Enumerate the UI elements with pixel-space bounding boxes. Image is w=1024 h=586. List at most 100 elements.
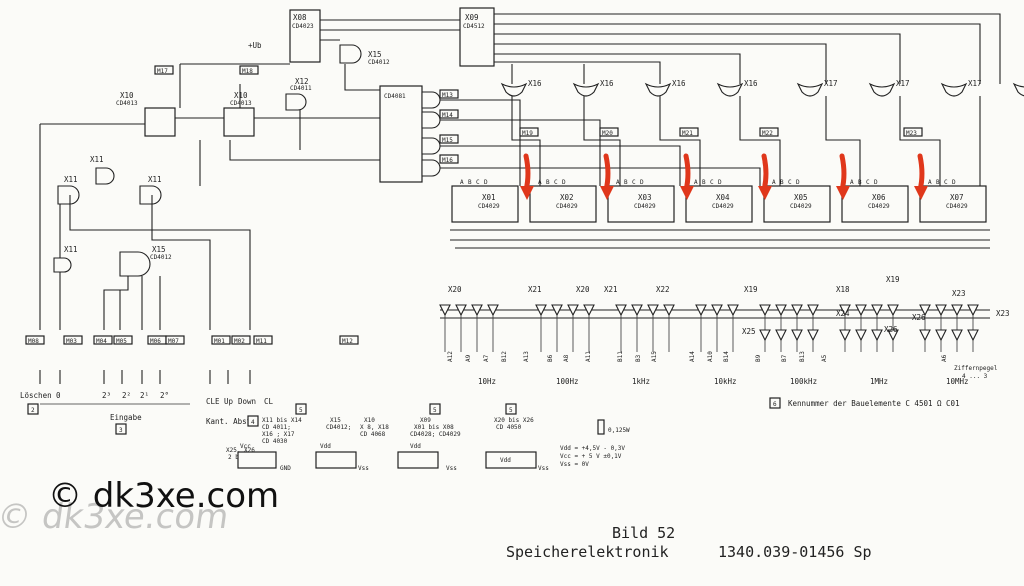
pin-label: A8 bbox=[563, 354, 570, 362]
port-label: M11 bbox=[256, 338, 267, 345]
xor-gate bbox=[716, 82, 744, 97]
eingabe-num: 3 bbox=[119, 427, 123, 434]
chip-x10b: X10 CD4013 bbox=[223, 91, 255, 137]
driver-gate bbox=[455, 304, 467, 317]
pin-label: A13 bbox=[523, 351, 530, 362]
port-label: M17 bbox=[157, 68, 168, 75]
red-arrow-shaft bbox=[523, 153, 531, 193]
counter-pin: A bbox=[538, 179, 542, 186]
port-box bbox=[165, 335, 185, 345]
svg-text:X 8, X18: X 8, X18 bbox=[360, 424, 389, 431]
pin-label: B9 bbox=[755, 354, 762, 362]
notes-blocks: 5 X11 bis X14 CD 4011; X16 ; X17 CD 4030… bbox=[226, 365, 998, 468]
kant-label: Kant. Abst. bbox=[206, 417, 256, 426]
svg-text:Vss: Vss bbox=[538, 465, 549, 472]
driver-gate bbox=[487, 304, 499, 317]
loeschen-num: 2 bbox=[31, 407, 35, 414]
port-box bbox=[519, 127, 539, 137]
bottom-gate-ref: X19 bbox=[886, 275, 900, 284]
counter-chip bbox=[763, 185, 831, 223]
pin-label: A6 bbox=[941, 354, 948, 362]
bottom-gate-ref: X20 bbox=[448, 285, 462, 294]
svg-text:Vdd: Vdd bbox=[410, 443, 421, 450]
svg-text:X11: X11 bbox=[64, 245, 78, 254]
red-arrow-head bbox=[914, 186, 928, 200]
port-label: M23 bbox=[906, 130, 917, 137]
watermark: © dk3xe.com © dk3xe.com bbox=[0, 476, 279, 537]
driver-gate bbox=[967, 304, 979, 317]
caption-block: Bild 52 Speicherelektronik 1340.039-0145… bbox=[506, 524, 872, 561]
driver-gate-lower bbox=[871, 329, 883, 342]
red-arrow-head bbox=[600, 186, 614, 200]
pin-label: B7 bbox=[781, 354, 788, 362]
svg-text:4 ... 3: 4 ... 3 bbox=[962, 373, 988, 380]
kant-box bbox=[247, 415, 259, 427]
weight-1: 2° bbox=[160, 391, 169, 400]
driver-gate-lower bbox=[775, 329, 787, 342]
port-box bbox=[231, 335, 251, 345]
port-box bbox=[439, 154, 459, 164]
bottom-gate-ref: X19 bbox=[744, 285, 758, 294]
counter-type: CD4029 bbox=[946, 203, 968, 210]
weight-8: 2³ bbox=[102, 391, 111, 400]
counter-pin: C bbox=[476, 179, 480, 186]
counter-chip bbox=[685, 185, 753, 223]
svg-text:Vdd: Vdd bbox=[320, 443, 331, 450]
counter-chip bbox=[919, 185, 987, 223]
port-label: M14 bbox=[442, 112, 453, 119]
driver-gate-lower bbox=[855, 329, 867, 342]
loeschen-box bbox=[27, 403, 39, 415]
counter-ref: X07 bbox=[950, 193, 964, 202]
frequency-label: 10MHz bbox=[946, 377, 969, 386]
bottom-gate-ref: X25 bbox=[742, 327, 756, 336]
counter-type: CD4029 bbox=[478, 203, 500, 210]
svg-text:Ziffernpegel: Ziffernpegel bbox=[954, 365, 998, 372]
driver-gate bbox=[583, 304, 595, 317]
port-label: M15 bbox=[442, 137, 453, 144]
port-box bbox=[339, 335, 359, 345]
svg-text:X20 bis X26: X20 bis X26 bbox=[494, 417, 534, 424]
figure-title: Speicherelektronik bbox=[506, 543, 669, 561]
svg-text:X09: X09 bbox=[420, 417, 431, 424]
svg-text:X25, X26: X25, X26 bbox=[226, 447, 255, 454]
counter-pin: A bbox=[616, 179, 620, 186]
counter-ref: X04 bbox=[716, 193, 730, 202]
chip-x13: CD4081 bbox=[379, 85, 423, 183]
driver-gate bbox=[839, 304, 851, 317]
svg-text:X11: X11 bbox=[90, 155, 104, 164]
bottom-gate-ref: X23 bbox=[952, 289, 966, 298]
kant-num: 4 bbox=[251, 419, 255, 426]
pin-label: B11 bbox=[617, 351, 624, 362]
xor-gate-ref: X16 bbox=[528, 79, 542, 88]
driver-gate bbox=[855, 304, 867, 317]
xor-gate-ref: X17 bbox=[968, 79, 982, 88]
driver-gate bbox=[759, 304, 771, 317]
xor-gate bbox=[500, 82, 528, 97]
svg-text:Vss: Vss bbox=[446, 465, 457, 472]
port-box bbox=[93, 335, 113, 345]
bottom-gate-ref: X22 bbox=[656, 285, 670, 294]
pin-label: A15 bbox=[651, 351, 658, 362]
counter-pin: C bbox=[632, 179, 636, 186]
counter-pin: B bbox=[702, 179, 706, 186]
svg-text:X01 bis X08: X01 bis X08 bbox=[414, 424, 454, 431]
svg-text:X08: X08 bbox=[293, 13, 307, 22]
driver-gate bbox=[471, 304, 483, 317]
port-label: M07 bbox=[168, 338, 179, 345]
ub-label: +Ub bbox=[248, 41, 262, 50]
xor-gate-ref: X16 bbox=[600, 79, 614, 88]
counter-ref: X01 bbox=[482, 193, 496, 202]
red-arrow-head bbox=[680, 186, 694, 200]
pin-label: B13 bbox=[799, 351, 806, 362]
bottom-gate-ref: X26 bbox=[912, 313, 926, 322]
red-arrow-shaft bbox=[917, 153, 925, 193]
xor-gate-ref: X17 bbox=[824, 79, 838, 88]
counter-pin: D bbox=[640, 179, 644, 186]
counter-pin: A bbox=[694, 179, 698, 186]
counter-pin: A bbox=[850, 179, 854, 186]
gates-x11: X11 X11 X11 X15 CD4012 X11 bbox=[53, 155, 172, 277]
driver-gate bbox=[647, 304, 659, 317]
svg-text:Vcc = + 5 V ±0,1V: Vcc = + 5 V ±0,1V bbox=[560, 453, 622, 460]
input-labels: Löschen 2 0 2³ 2² 2¹ 2° Eingabe 3 CLE Up… bbox=[20, 370, 274, 435]
